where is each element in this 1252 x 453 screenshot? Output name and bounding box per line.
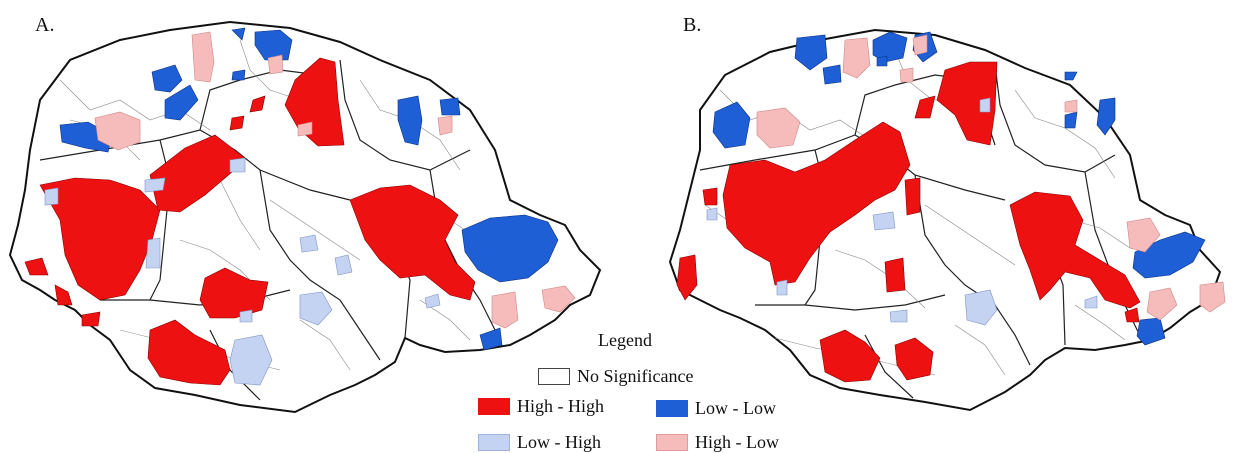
legend-label: High - High — [517, 396, 604, 416]
panel-label-b: B. — [683, 14, 702, 36]
high-high-regions — [676, 61, 1141, 383]
state-outline — [668, 28, 1222, 412]
legend-item-low-low: Low - Low — [656, 398, 776, 419]
legend-item-no-significance: No Significance — [538, 366, 693, 387]
legend-label: Low - High — [517, 432, 601, 452]
map-panel-b — [668, 28, 1226, 412]
legend-item-high-low: High - Low — [656, 432, 779, 453]
legend-label: High - Low — [695, 432, 779, 452]
legend-item-low-high: Low - High — [478, 432, 601, 453]
legend-title: Legend — [598, 330, 652, 350]
legend-label: Low - Low — [695, 398, 776, 418]
legend-item-high-high: High - High — [478, 396, 604, 417]
legend-swatch-high-high — [478, 398, 510, 415]
legend-swatch-low-low — [656, 400, 688, 417]
high-low-regions — [94, 31, 576, 329]
legend-swatch-low-high — [478, 434, 510, 451]
high-low-regions — [756, 34, 1226, 321]
low-high-regions — [44, 157, 441, 386]
map-panel-a — [8, 20, 602, 414]
legend-swatch-high-low — [656, 434, 688, 451]
legend-label: No Significance — [577, 366, 694, 386]
legend-swatch-no-significance — [538, 368, 570, 385]
low-low-regions — [59, 27, 559, 351]
high-high-regions — [24, 57, 476, 386]
low-high-regions — [706, 97, 1098, 326]
panel-label-a: A. — [35, 14, 55, 36]
